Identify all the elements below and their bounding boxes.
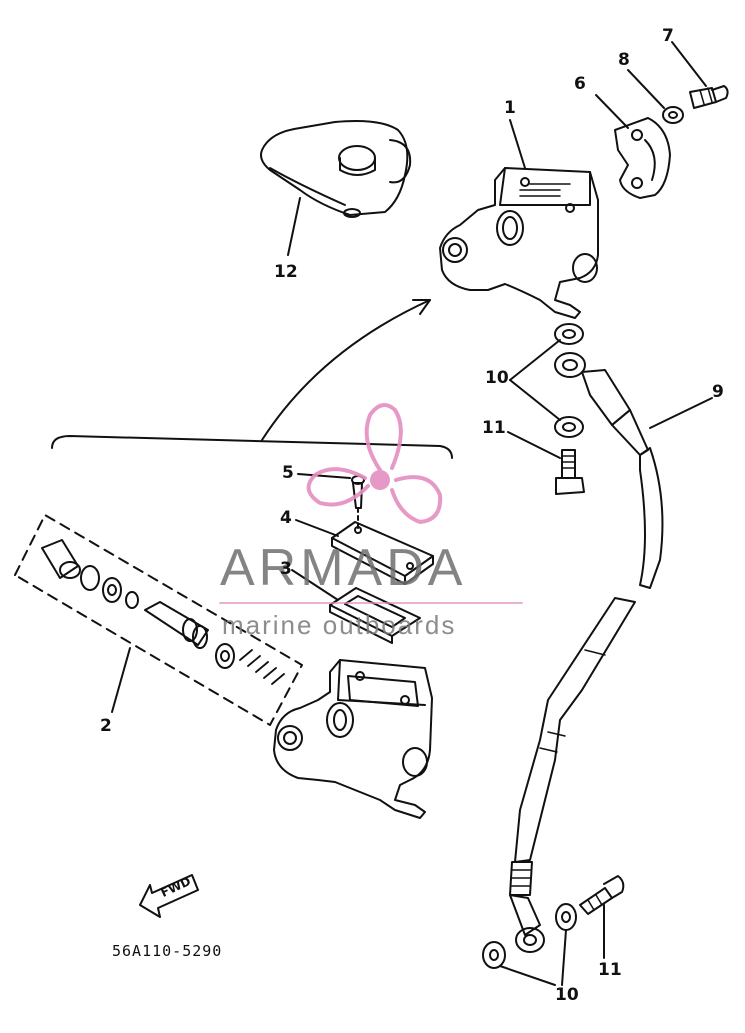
propeller-logo-icon xyxy=(306,403,443,524)
callout-2: 2 xyxy=(100,716,112,736)
part-10-washers-upper xyxy=(554,323,584,438)
leader-1 xyxy=(509,119,526,169)
part-6-clamp xyxy=(614,117,671,199)
part-11-bolt-lower xyxy=(579,875,625,915)
part-12-cover xyxy=(260,120,412,218)
leader-2 xyxy=(111,647,131,713)
leader-8 xyxy=(627,69,665,109)
leader-5 xyxy=(297,473,351,479)
master-cylinder-body xyxy=(273,659,433,819)
leader-6 xyxy=(595,94,629,129)
callout-1: 1 xyxy=(504,98,516,118)
callout-5: 5 xyxy=(282,463,294,483)
part-4-cap xyxy=(331,521,434,585)
callout-11-upper: 11 xyxy=(482,418,506,438)
exploded-bracket xyxy=(51,435,453,459)
callout-12: 12 xyxy=(274,262,298,282)
callout-6: 6 xyxy=(574,74,586,94)
part-2-piston-kit xyxy=(41,539,285,685)
callout-9: 9 xyxy=(712,382,724,402)
callout-3: 3 xyxy=(280,559,292,579)
leader-9 xyxy=(649,397,713,429)
callout-7: 7 xyxy=(662,26,674,46)
part-11-bolt-upper xyxy=(555,449,585,495)
callout-4: 4 xyxy=(280,508,292,528)
leader-10a2 xyxy=(509,379,561,421)
leader-12 xyxy=(287,197,301,256)
part-8-washer xyxy=(662,106,684,124)
callout-10-upper: 10 xyxy=(485,368,509,388)
callout-11-lower: 11 xyxy=(598,960,622,980)
watermark-subtitle: marine outboards xyxy=(222,610,457,640)
part-9-brake-hose xyxy=(509,352,664,953)
part-10-washers-lower xyxy=(482,903,577,969)
part-7-bolt xyxy=(689,85,729,109)
leader-3 xyxy=(291,569,339,601)
diagram-code: 56A110-5290 xyxy=(112,942,223,960)
part-3-diaphragm xyxy=(329,587,421,644)
assembly-arrow-head xyxy=(412,299,431,315)
callout-10-lower: 10 xyxy=(555,985,579,1005)
callout-8: 8 xyxy=(618,50,630,70)
leader-10b2 xyxy=(561,929,567,986)
leader-11a xyxy=(507,431,561,459)
assembly-arrow-line xyxy=(261,299,431,441)
watermark-title: ARMADA xyxy=(220,539,467,597)
part-1-master-cylinder xyxy=(439,167,599,319)
fwd-arrow-icon xyxy=(139,874,199,918)
part-5-screw xyxy=(351,475,365,529)
leader-10b xyxy=(499,965,556,986)
leader-4 xyxy=(295,519,339,537)
part-2-dashed-box xyxy=(14,514,303,726)
leader-7 xyxy=(671,41,707,87)
leader-10a xyxy=(509,339,561,381)
